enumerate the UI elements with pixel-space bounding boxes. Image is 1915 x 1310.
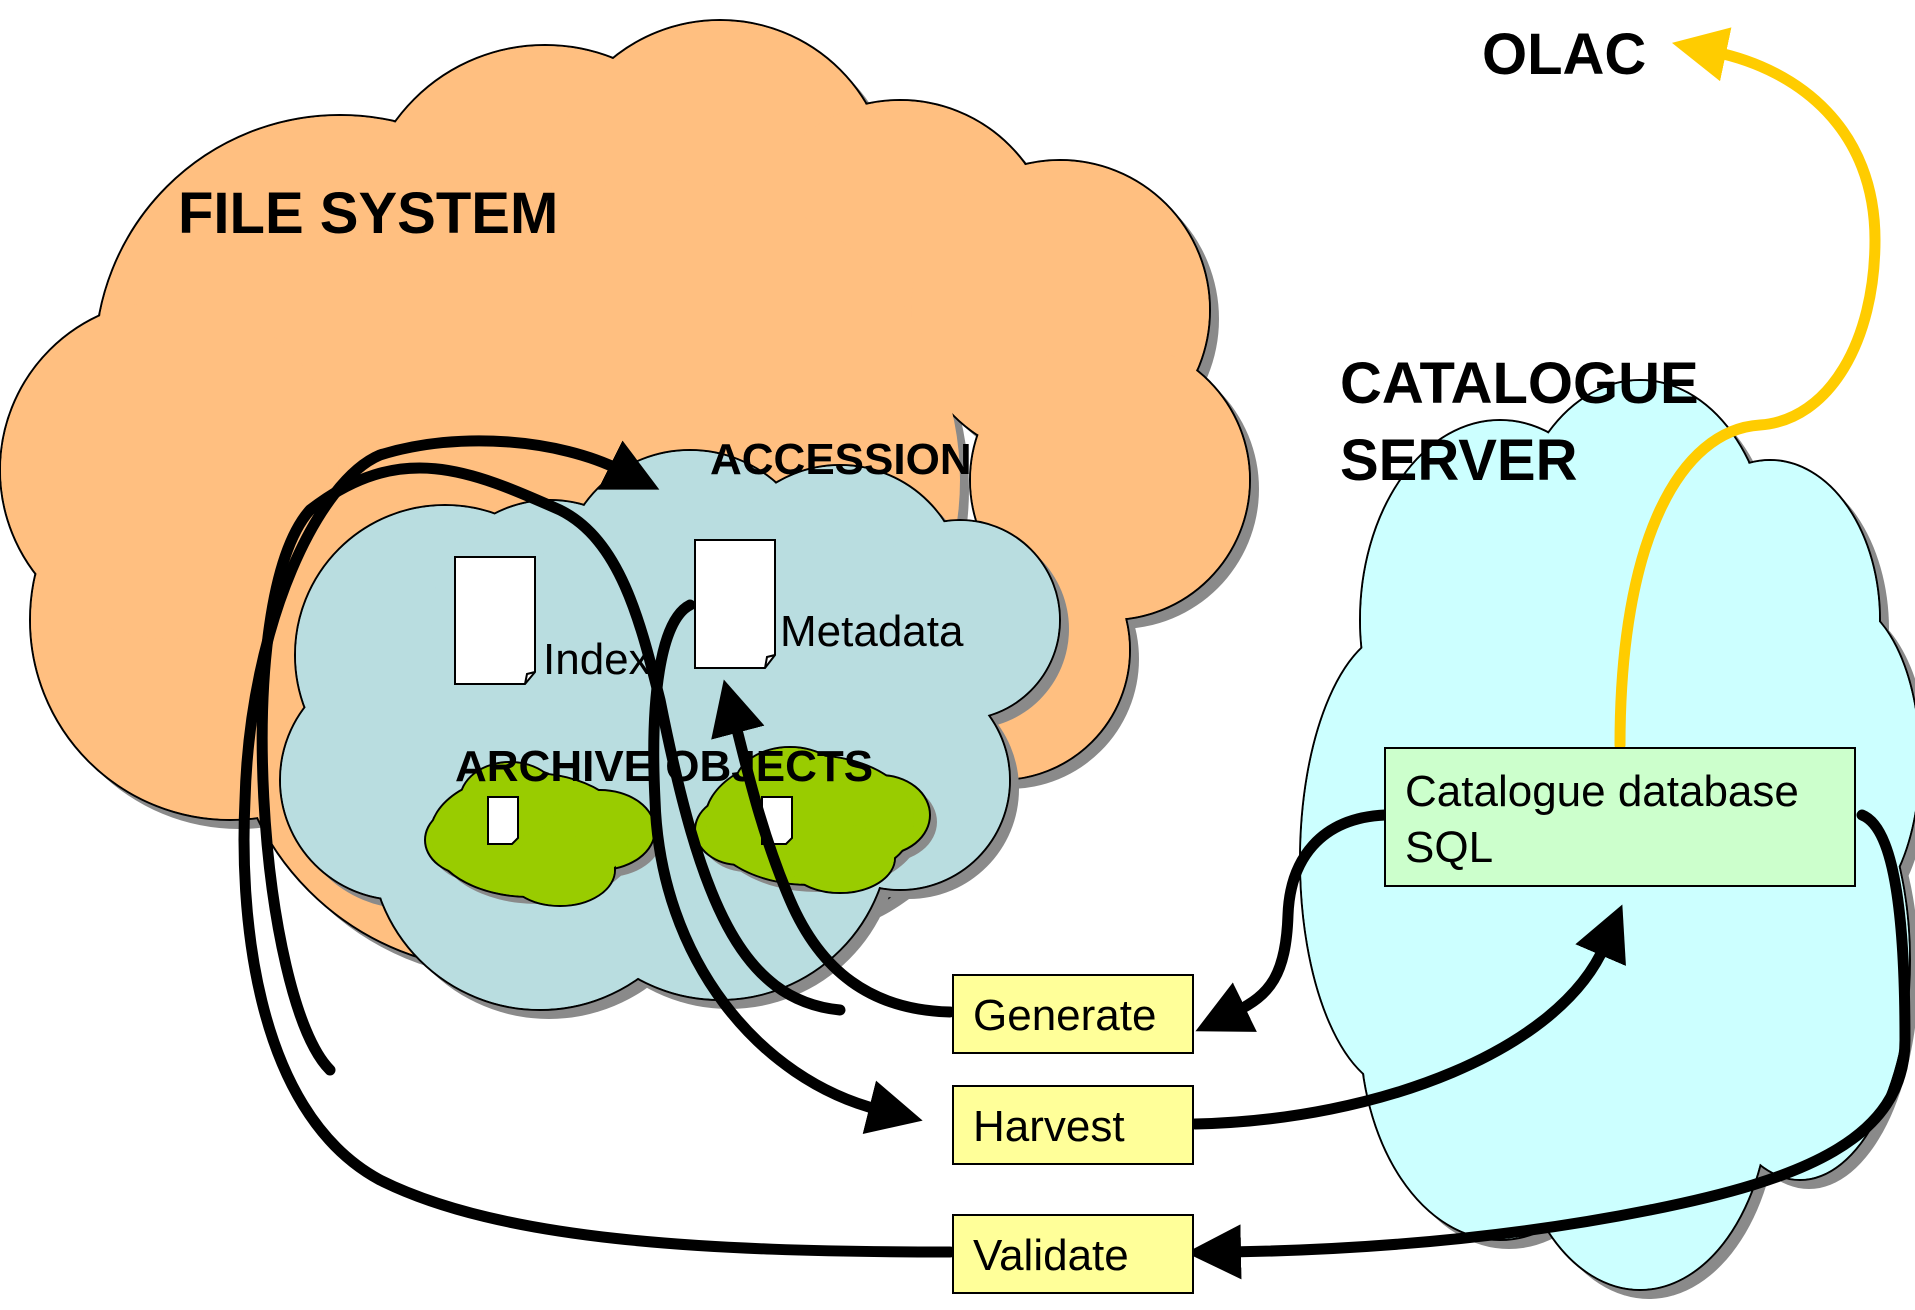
olac-arrow [1614, 27, 1881, 751]
index-document-icon [454, 556, 536, 685]
generate-box[interactable]: Generate [952, 974, 1194, 1054]
catalogue-server-label-line1: CATALOGUE [1340, 351, 1699, 416]
object-cloud-left [424, 761, 662, 907]
database-label-line1: Catalogue database [1405, 767, 1799, 816]
catalogue-database-box[interactable]: Catalogue database SQL [1384, 747, 1856, 887]
database-to-validate-arrow [1186, 809, 1911, 1280]
generate-label: Generate [973, 991, 1156, 1040]
validate-label: Validate [973, 1231, 1129, 1280]
harvest-box[interactable]: Harvest [952, 1085, 1194, 1165]
harvest-in-arrow [648, 599, 923, 1134]
accession-label: ACCESSION [710, 435, 972, 484]
file-system-label: FILE SYSTEM [178, 181, 558, 246]
validate-box[interactable]: Validate [952, 1214, 1194, 1294]
harvest-label: Harvest [973, 1102, 1125, 1151]
index-label: Index [543, 635, 651, 684]
object-document-icon-left [487, 796, 519, 845]
harvest-to-database-arrow [1189, 904, 1626, 1130]
metadata-document-icon [694, 539, 776, 669]
archive-cloud [279, 449, 1069, 1019]
accession-loop-arrow [238, 435, 956, 1258]
accession-arrow [256, 462, 846, 1076]
database-to-generate-arrow [1195, 809, 1391, 1032]
generate-to-metadata-arrow [711, 679, 956, 1018]
olac-label: OLAC [1482, 22, 1646, 87]
archive-objects-label: ARCHIVE OBJECTS [455, 742, 873, 791]
catalogue-server-label-line2: SERVER [1340, 428, 1577, 493]
database-label-line2: SQL [1405, 823, 1493, 872]
metadata-label: Metadata [780, 607, 964, 656]
